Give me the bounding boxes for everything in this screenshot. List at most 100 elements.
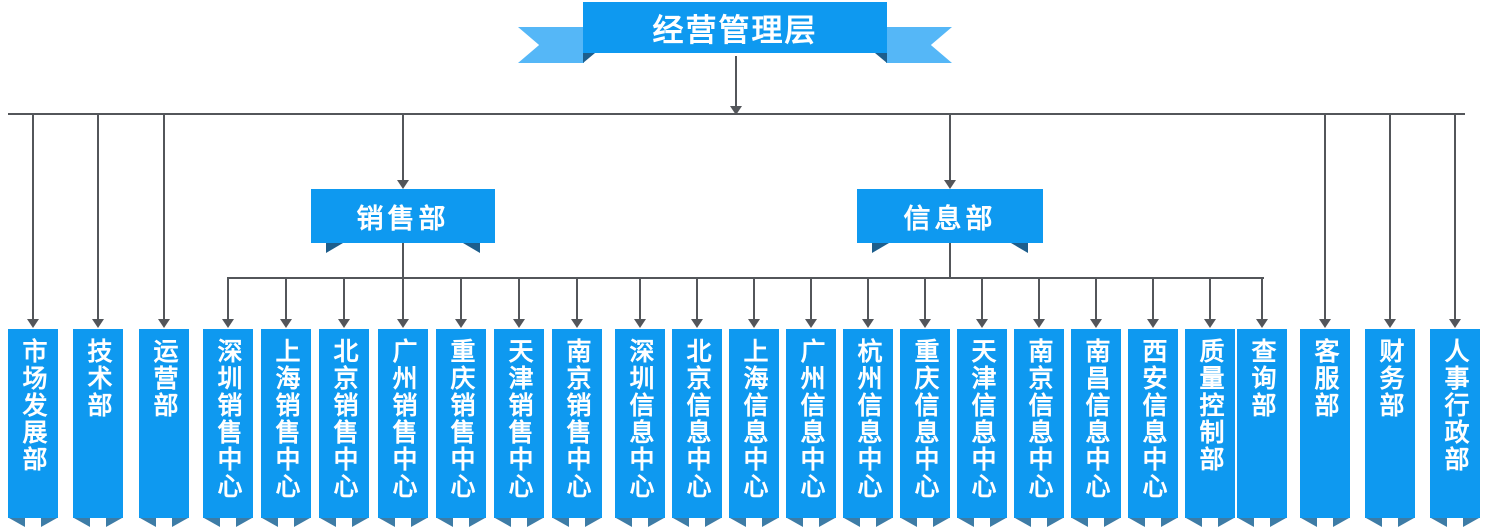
connector-line	[1324, 113, 1326, 320]
leaf-node-box: 广州销售中心	[378, 329, 428, 518]
leaf-node-box: 技术部	[73, 329, 123, 518]
leaf-node-6: 广州销售中心	[378, 329, 428, 527]
leaf-node-21: 查询部	[1237, 329, 1287, 527]
connector-line	[924, 277, 926, 320]
connector-arrowhead-down-icon	[944, 180, 956, 189]
leaf-node-14: 杭州信息中心	[843, 329, 893, 527]
ribbon-fold-left	[901, 518, 917, 527]
ribbon-fold-right	[106, 518, 122, 527]
connector-arrowhead-down-icon	[92, 319, 104, 328]
leaf-node-box: 天津信息中心	[957, 329, 1007, 518]
ribbon-fold-right	[469, 518, 485, 527]
connector-line	[1152, 277, 1154, 320]
node-info-dept: 信息部	[857, 189, 1043, 255]
connector-arrowhead-down-icon	[862, 319, 874, 328]
leaf-node-label: 运营部	[150, 338, 178, 419]
node-management-layer: 经营管理层	[518, 2, 952, 64]
leaf-node-box: 杭州信息中心	[843, 329, 893, 518]
ribbon-fold-left	[1238, 518, 1254, 527]
ribbon-fold-right	[585, 518, 601, 527]
leaf-node-label: 北京销售中心	[330, 338, 358, 500]
leaf-node-10: 深圳信息中心	[615, 329, 665, 527]
connector-arrowhead-down-icon	[1384, 319, 1396, 328]
ribbon-fold-right	[876, 518, 892, 527]
ribbon-tail-left	[518, 27, 584, 63]
ribbon-fold-left	[673, 518, 689, 527]
leaf-node-label: 广州销售中心	[389, 338, 417, 500]
ribbon-fold-left	[1015, 518, 1031, 527]
connector-line	[867, 277, 869, 320]
leaf-node-20: 质量控制部	[1185, 329, 1235, 527]
ribbon-tail-right	[886, 27, 952, 63]
leaf-node-label: 南京信息中心	[1025, 338, 1053, 500]
ribbon-fold-left	[1186, 518, 1202, 527]
connector-line	[949, 243, 951, 277]
connector-arrowhead-down-icon	[158, 319, 170, 328]
connector-arrowhead-down-icon	[1090, 319, 1102, 328]
connector-line	[1209, 277, 1211, 320]
connector-arrowhead-down-icon	[222, 319, 234, 328]
leaf-node-3: 深圳销售中心	[203, 329, 253, 527]
node-info-dept-box: 信息部	[857, 189, 1043, 243]
connector-line	[32, 113, 34, 320]
leaf-node-box: 天津销售中心	[494, 329, 544, 518]
leaf-node-box: 上海销售中心	[261, 329, 311, 518]
leaf-node-12: 上海信息中心	[729, 329, 779, 527]
connector-line	[981, 277, 983, 320]
node-management-layer-label: 经营管理层	[652, 13, 818, 48]
connector-arrowhead-down-icon	[1204, 319, 1216, 328]
ribbon-fold-left	[379, 518, 395, 527]
leaf-node-17: 南京信息中心	[1014, 329, 1064, 527]
ribbon-fold-left	[1072, 518, 1088, 527]
leaf-node-label: 技术部	[84, 338, 112, 419]
connector-arrowhead-down-icon	[397, 180, 409, 189]
ribbon-fold-right	[1463, 518, 1479, 527]
connector-arrowhead-down-icon	[455, 319, 467, 328]
connector-line	[163, 113, 165, 320]
ribbon-fold-right	[705, 518, 721, 527]
leaf-node-box: 北京销售中心	[319, 329, 369, 518]
leaf-node-24: 人事行政部	[1430, 329, 1480, 527]
leaf-node-23: 财务部	[1365, 329, 1415, 527]
node-sales-dept: 销售部	[311, 189, 495, 255]
connector-line	[460, 277, 462, 320]
leaf-node-box: 人事行政部	[1430, 329, 1480, 518]
ribbon-fold-left	[616, 518, 632, 527]
leaf-node-label: 上海销售中心	[272, 338, 300, 500]
connector-arrowhead-down-icon	[397, 319, 409, 328]
leaf-node-box: 北京信息中心	[672, 329, 722, 518]
connector-line	[1095, 277, 1097, 320]
connector-arrowhead-down-icon	[571, 319, 583, 328]
leaf-node-box: 财务部	[1365, 329, 1415, 518]
leaf-node-label: 南昌信息中心	[1082, 338, 1110, 500]
ribbon-fold-left	[730, 518, 746, 527]
connector-arrowhead-down-icon	[805, 319, 817, 328]
leaf-node-box: 客服部	[1300, 329, 1350, 518]
connector-line	[227, 277, 229, 320]
ribbon-fold-left	[326, 243, 343, 253]
ribbon-fold-right	[819, 518, 835, 527]
ribbon-fold-left	[1431, 518, 1447, 527]
connector-line	[97, 113, 99, 320]
leaf-node-label: 财务部	[1376, 338, 1404, 419]
leaf-node-label: 天津信息中心	[968, 338, 996, 500]
ribbon-fold-left	[74, 518, 90, 527]
connector-line	[735, 56, 737, 107]
leaf-node-19: 西安信息中心	[1128, 329, 1178, 527]
leaf-node-label: 天津销售中心	[505, 338, 533, 500]
leaf-node-box: 南京信息中心	[1014, 329, 1064, 518]
leaf-node-label: 深圳信息中心	[626, 338, 654, 500]
leaf-node-label: 杭州信息中心	[854, 338, 882, 500]
leaf-node-13: 广州信息中心	[786, 329, 836, 527]
connector-arrowhead-down-icon	[748, 319, 760, 328]
ribbon-fold-left	[583, 53, 595, 63]
ribbon-fold-left	[844, 518, 860, 527]
ribbon-fold-right	[41, 518, 57, 527]
ribbon-fold-right	[172, 518, 188, 527]
leaf-node-label: 西安信息中心	[1139, 338, 1167, 500]
leaf-node-16: 天津信息中心	[957, 329, 1007, 527]
ribbon-fold-right	[1011, 243, 1028, 253]
leaf-node-label: 质量控制部	[1196, 338, 1224, 473]
node-sales-dept-box: 销售部	[311, 189, 495, 243]
leaf-node-box: 南昌信息中心	[1071, 329, 1121, 518]
